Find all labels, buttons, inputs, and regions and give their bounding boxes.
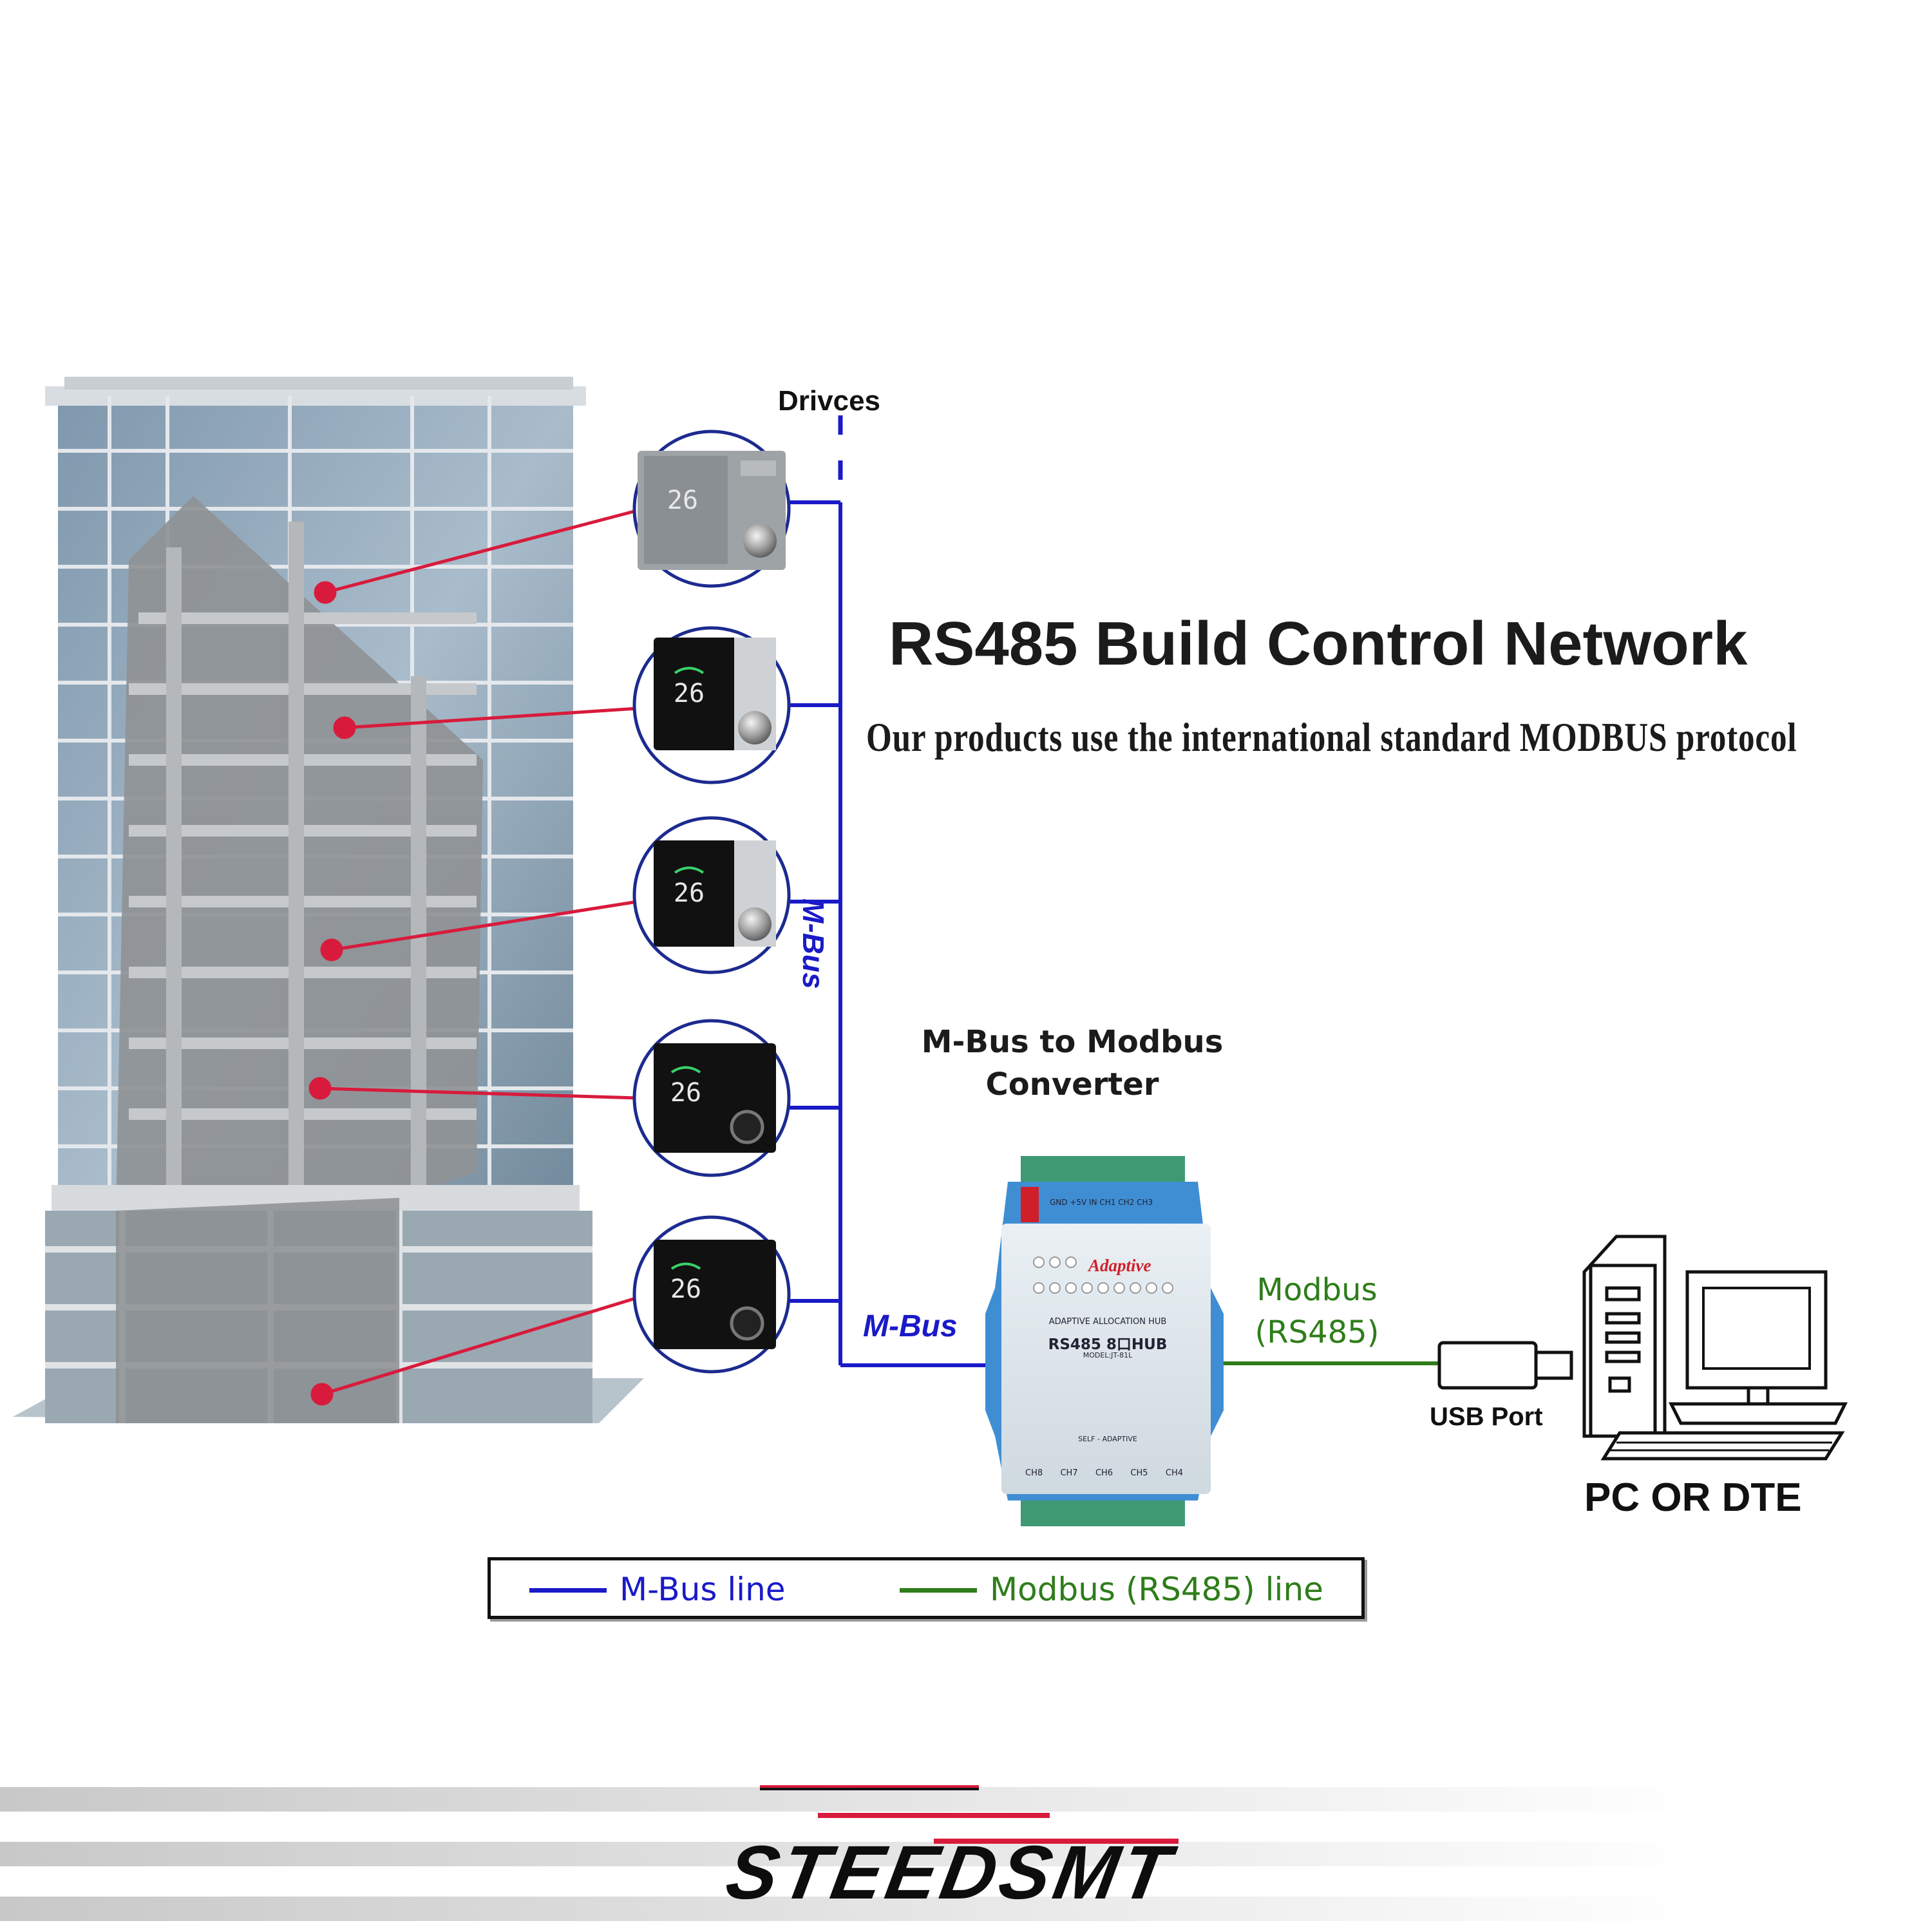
modbus-label-line2: (RS485) <box>1249 1311 1385 1354</box>
diagram-title: RS485 Build Control Network <box>889 609 1748 679</box>
converter-label: M-Bus to Modbus Converter <box>898 1021 1246 1106</box>
svg-text:26: 26 <box>674 878 705 908</box>
device-thermostat-4: 26 <box>634 1021 789 1175</box>
hub-model: MODEL:JT-81L <box>1030 1351 1185 1359</box>
hub-channel-label: CH4 <box>1166 1468 1183 1478</box>
hub-channel-label: CH5 <box>1130 1468 1148 1478</box>
svg-text:26: 26 <box>667 486 698 515</box>
hub-footer: SELF - ADAPTIVE <box>1030 1435 1185 1443</box>
legend-mbus-swatch <box>529 1588 607 1593</box>
pointer-dot <box>312 1385 332 1404</box>
legend: M-Bus line Modbus (RS485) line <box>488 1557 1365 1619</box>
legend-modbus-swatch <box>900 1588 977 1593</box>
hub-channel-label: CH8 <box>1025 1468 1043 1478</box>
modbus-label: Modbus (RS485) <box>1249 1269 1385 1354</box>
hub-brand: Adaptive <box>1088 1256 1151 1276</box>
hub-line2: RS485 8口HUB <box>1030 1332 1185 1354</box>
modbus-label-line1: Modbus <box>1249 1269 1385 1311</box>
usb-port-label: USB Port <box>1430 1403 1543 1432</box>
hub-bottom-channels: CH8 CH7 CH6 CH5 CH4 <box>1025 1468 1183 1478</box>
converter-label-line1: M-Bus to Modbus <box>898 1021 1246 1063</box>
hub-top-terminals: GND +5V IN CH1 CH2 CH3 <box>1050 1198 1153 1207</box>
pointer-dot <box>335 718 354 737</box>
svg-text:26: 26 <box>670 1274 701 1304</box>
device-thermostat-3: 26 <box>634 818 789 972</box>
brand-logo: STEEDSMT <box>720 1829 1180 1917</box>
power-terminal-label <box>1021 1187 1039 1222</box>
hub-line1: ADAPTIVE ALLOCATION HUB <box>1030 1317 1185 1327</box>
pc-label: PC OR DTE <box>1584 1475 1802 1520</box>
mbus-horizontal-label: M-Bus <box>863 1309 958 1344</box>
legend-modbus-label: Modbus (RS485) line <box>990 1571 1323 1608</box>
mbus-wiring <box>789 415 989 1365</box>
hub-channel-label: CH6 <box>1095 1468 1113 1478</box>
devices-label: Drivces <box>778 385 880 417</box>
device-thermostat-1: 26 <box>634 431 789 586</box>
pointer-dot <box>316 583 335 602</box>
mbus-vertical-label: M-Bus <box>796 898 831 989</box>
pointer-dot <box>322 940 341 960</box>
device-thermostat-5: 26 <box>634 1217 789 1372</box>
svg-text:26: 26 <box>670 1078 701 1108</box>
converter-label-line2: Converter <box>898 1063 1246 1106</box>
diagram-subtitle: Our products use the international stand… <box>866 714 1797 761</box>
legend-mbus-label: M-Bus line <box>620 1571 786 1608</box>
hub-channel-label: CH7 <box>1060 1468 1077 1478</box>
pc-illustration <box>1584 1236 1845 1459</box>
device-thermostat-2: 26 <box>634 628 789 782</box>
svg-text:26: 26 <box>674 679 705 708</box>
usb-connector <box>1439 1343 1571 1388</box>
pointer-dot <box>310 1079 330 1098</box>
